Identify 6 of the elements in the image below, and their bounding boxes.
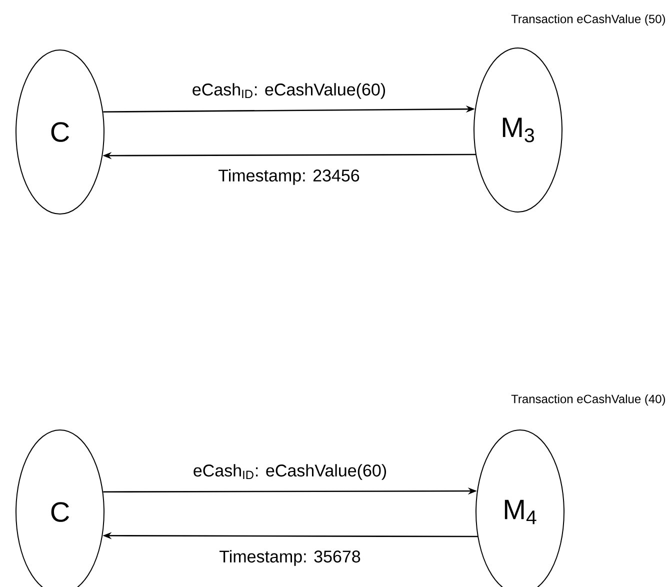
edge-label: Timestamp: 23456 [217, 168, 361, 186]
edge-label: Timestamp: 35678 [218, 549, 362, 567]
edge-label: eCash$_{ID}$: eCashValue(60) [192, 463, 388, 481]
node-caption: Transaction eCashValue (50) [511, 14, 666, 26]
node-caption: Transaction eCashValue (40) [511, 394, 666, 406]
edge-label: eCash$_{ID}$: eCashValue(60) [190, 82, 388, 100]
